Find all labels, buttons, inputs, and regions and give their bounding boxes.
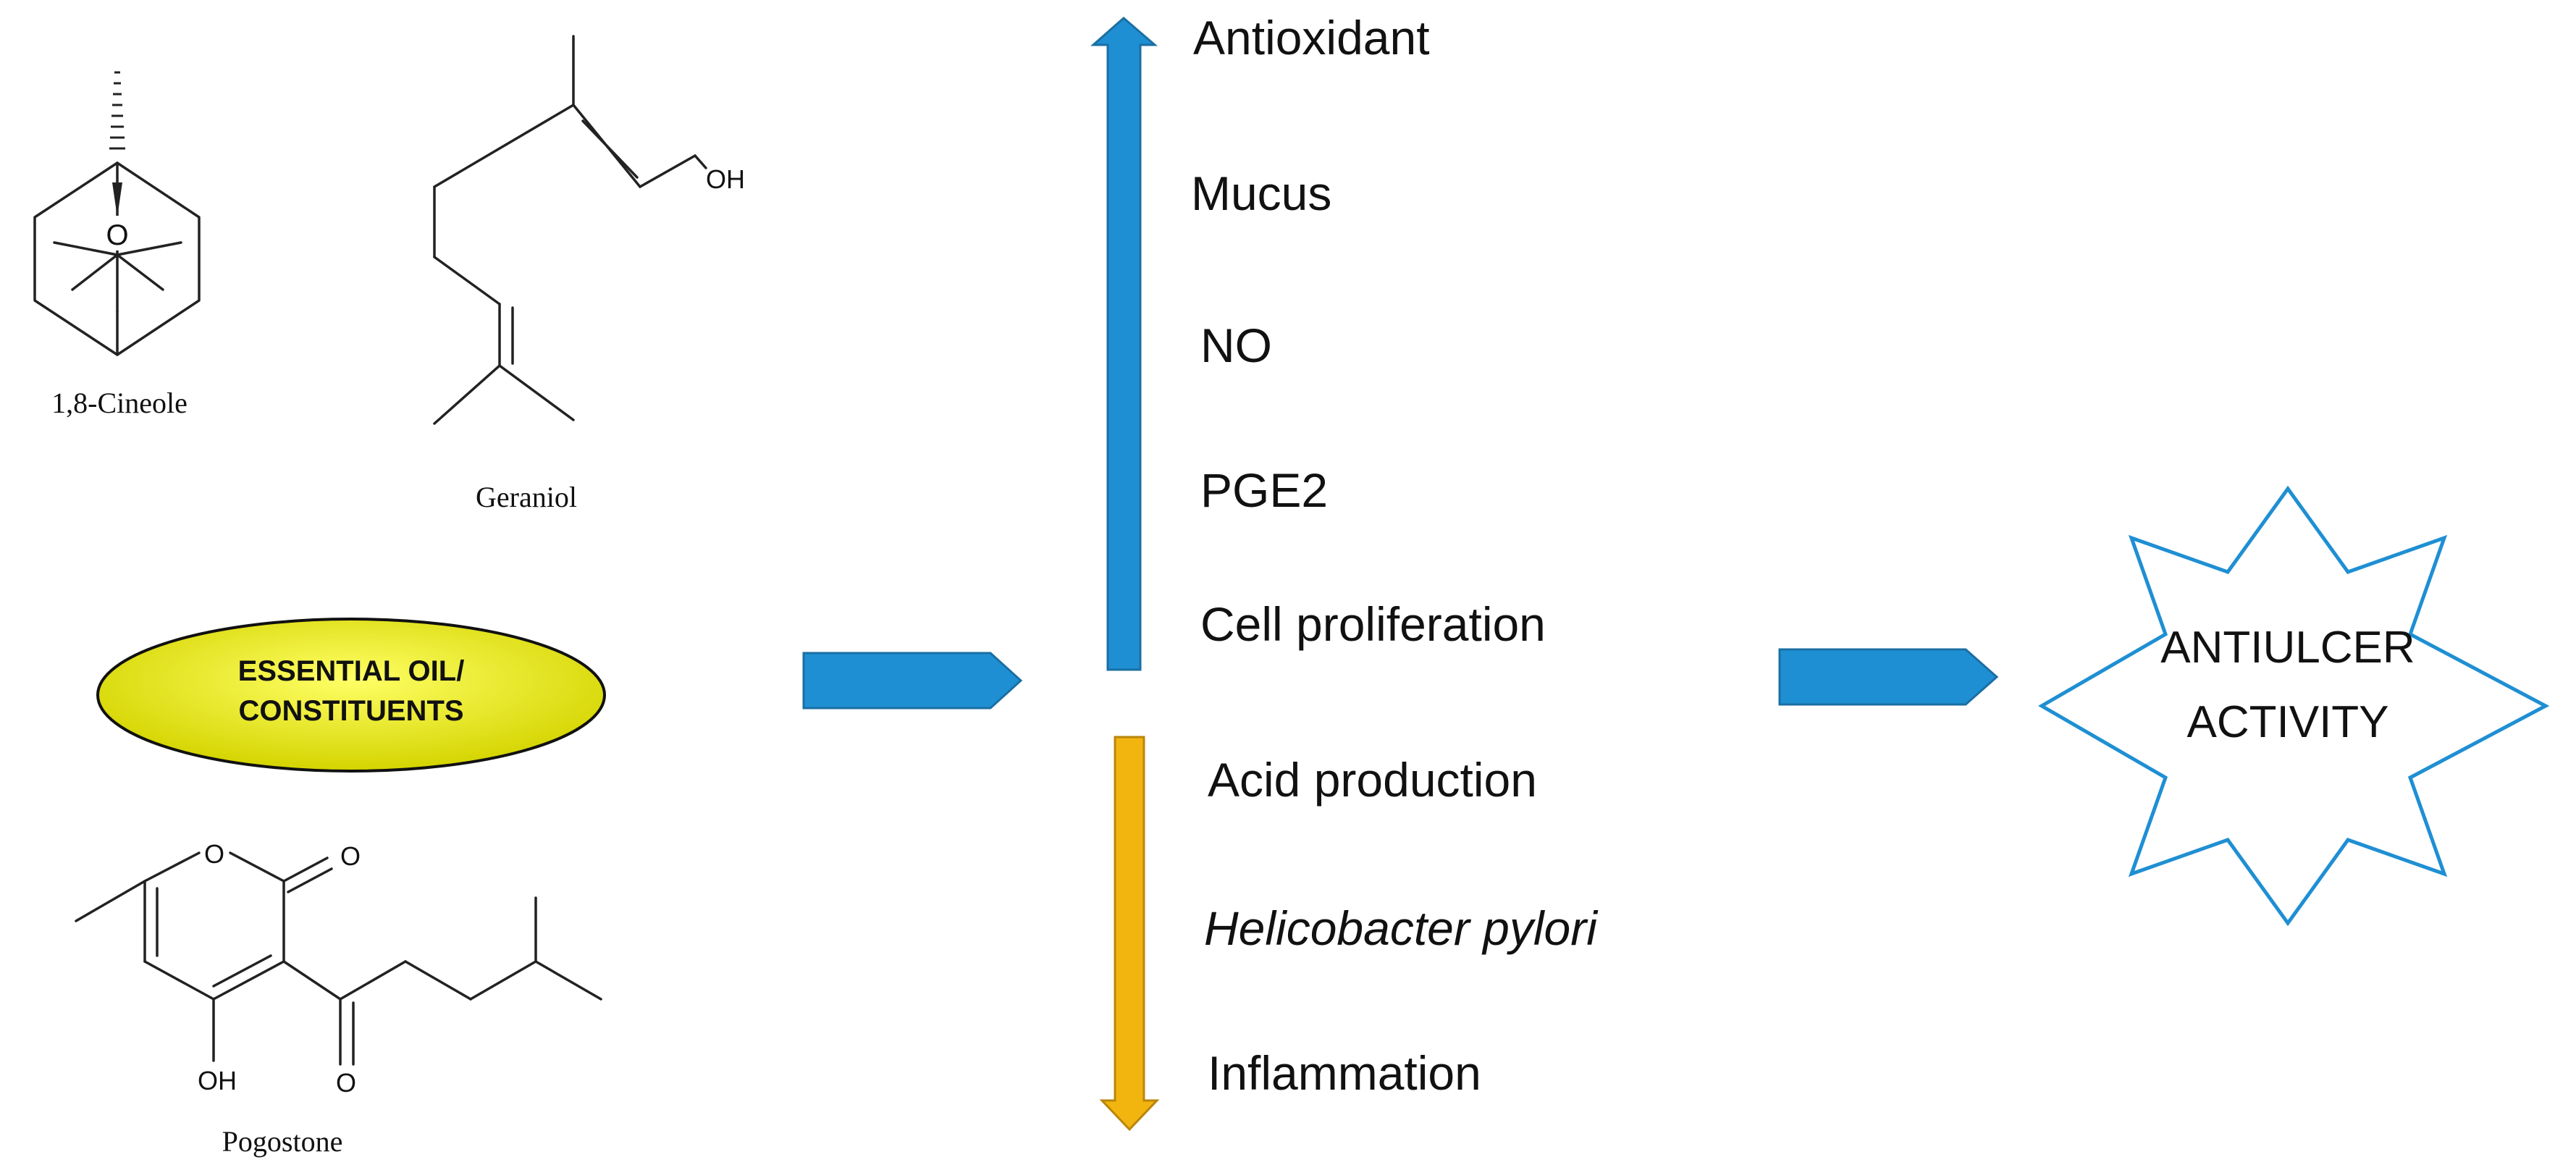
pogostone-carbonyl-oxygen: O bbox=[340, 841, 361, 871]
cineole-hashed-methyl bbox=[109, 71, 125, 150]
pogostone-structure: O O OH O Pogostone bbox=[75, 839, 602, 1158]
block-arrow-left bbox=[802, 652, 1023, 710]
ellipse-line-2: CONSTITUENTS bbox=[238, 695, 463, 727]
increase-arrow bbox=[1090, 17, 1158, 671]
cineole-name: 1,8-Cineole bbox=[51, 387, 188, 419]
geraniol-name: Geraniol bbox=[476, 481, 577, 513]
pogostone-ketone-oxygen: O bbox=[336, 1068, 356, 1098]
increase-label-mucus: Mucus bbox=[1191, 167, 1331, 220]
increase-label-pge2: PGE2 bbox=[1200, 463, 1328, 517]
cineole-wedge bbox=[112, 182, 122, 217]
pogostone-ring-oxygen: O bbox=[204, 839, 224, 869]
block-arrow-right bbox=[1778, 648, 1999, 706]
antiulcer-star: ANTIULCER ACTIVITY bbox=[2038, 485, 2550, 927]
pogostone-name: Pogostone bbox=[222, 1125, 343, 1158]
star-line-1: ANTIULCER bbox=[2160, 623, 2415, 673]
decrease-label-acid-production: Acid production bbox=[1208, 753, 1537, 807]
increase-label-no: NO bbox=[1200, 319, 1272, 372]
decrease-label-helicobacter-pylori: Helicobacter pylori bbox=[1204, 901, 1599, 955]
essential-oil-ellipse: ESSENTIAL OIL/ CONSTITUENTS bbox=[96, 618, 606, 773]
increase-label-antioxidant: Antioxidant bbox=[1193, 11, 1430, 64]
star-line-2: ACTIVITY bbox=[2186, 697, 2388, 747]
increase-label-cell-proliferation: Cell proliferation bbox=[1200, 597, 1546, 651]
geraniol-structure: OH Geraniol bbox=[433, 35, 745, 513]
decrease-arrow bbox=[1099, 736, 1160, 1132]
cineole-structure: O 1,8-Cineole bbox=[33, 71, 201, 419]
cineole-oxygen-label: O bbox=[106, 219, 128, 251]
ellipse-line-1: ESSENTIAL OIL/ bbox=[238, 655, 465, 687]
pogostone-hydroxyl: OH bbox=[198, 1066, 237, 1095]
decrease-label-inflammation: Inflammation bbox=[1208, 1046, 1481, 1100]
geraniol-hydroxyl-label: OH bbox=[706, 164, 745, 194]
